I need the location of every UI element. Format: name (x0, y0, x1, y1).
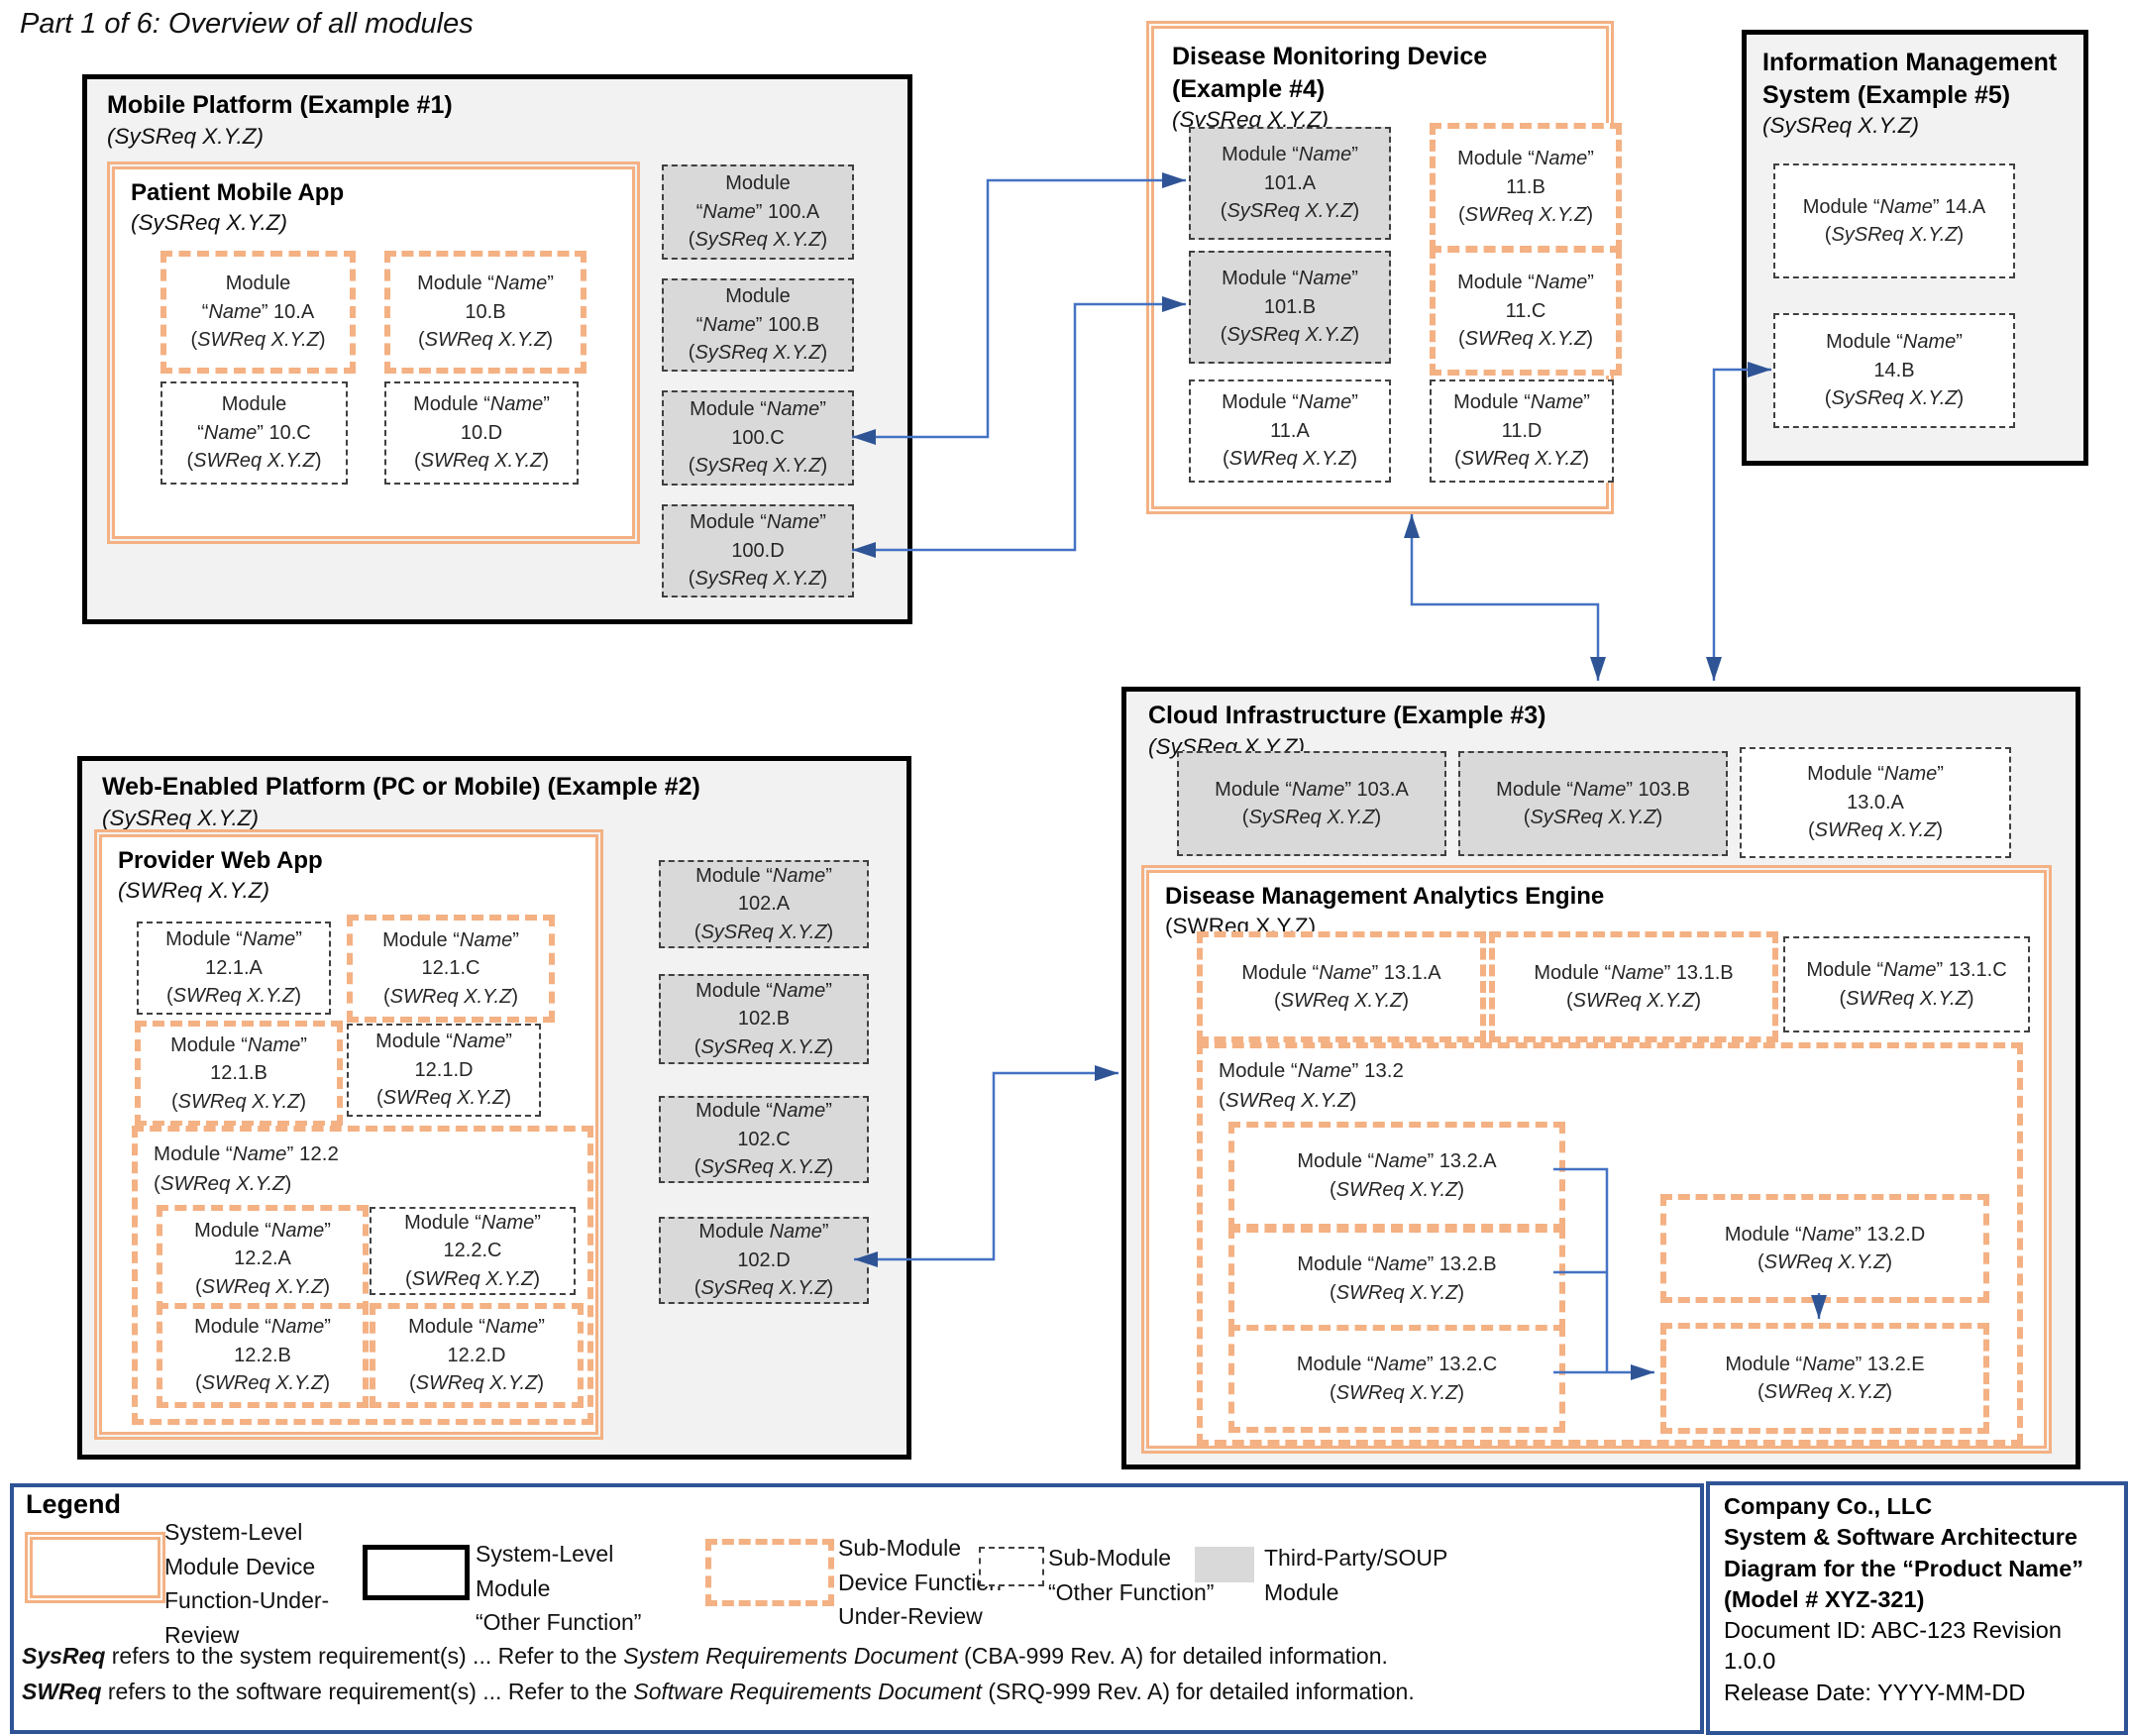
sysreq-text2: (CBA-999 Rev. A) for detailed informatio… (957, 1643, 1388, 1669)
disease-monitoring-device-box: Disease Monitoring Device (Example #4) (… (1146, 21, 1622, 514)
patient-mobile-app-title: Patient Mobile App (131, 179, 345, 206)
module-102d-box: Module Name”102.D(SySReq X.Y.Z) (659, 1217, 869, 1304)
patient-mobile-app-header: Patient Mobile App (SySReq X.Y.Z) (115, 169, 632, 239)
legend-system-module-under-review-icon (25, 1532, 165, 1603)
module-14a-box: Module “Name” 14.A(SySReq X.Y.Z) (1773, 163, 2015, 278)
cloud-infrastructure-title: Cloud Infrastructure (Example #3) (1148, 702, 1546, 729)
sysreq-doc: System Requirements Document (623, 1643, 958, 1669)
provider-web-app-title: Provider Web App (118, 847, 323, 874)
information-management-system-title: Information Management System (Example #… (1762, 49, 2058, 109)
module-13-0-a-box: Module “Name”13.0.A(SWReq X.Y.Z) (1740, 747, 2011, 858)
swreq-text2: (SRQ-999 Rev. A) for detailed informatio… (981, 1679, 1415, 1704)
module-100d-box: Module “Name”100.D(SySReq X.Y.Z) (662, 504, 854, 597)
module-11a-box: Module “Name”11.A(SWReq X.Y.Z) (1189, 380, 1391, 483)
sysreq-term: SysReq (22, 1643, 106, 1669)
web-enabled-platform-title: Web-Enabled Platform (PC or Mobile) (Exa… (102, 773, 700, 801)
swreq-doc: Software Requirements Document (633, 1679, 982, 1704)
module-103a-box: Module “Name” 103.A(SySReq X.Y.Z) (1177, 751, 1446, 856)
module-10c-box: Module“Name” 10.C(SWReq X.Y.Z) (160, 381, 348, 485)
module-12-1-c-box: Module “Name”12.1.C(SWReq X.Y.Z) (347, 915, 555, 1023)
module-10b-box: Module “Name”10.B(SWReq X.Y.Z) (384, 251, 586, 374)
module-13-1-a-box: Module “Name” 13.1.A(SWReq X.Y.Z) (1197, 931, 1486, 1042)
provider-web-app-box: Provider Web App (SWReq X.Y.Z) Module “N… (94, 829, 603, 1440)
module-13-2-d-box: Module “Name” 13.2.D(SWReq X.Y.Z) (1660, 1194, 1989, 1303)
provider-web-app-header: Provider Web App (SWReq X.Y.Z) (102, 837, 595, 907)
module-11d-box: Module “Name”11.D(SWReq X.Y.Z) (1430, 380, 1614, 483)
module-11c-box: Module “Name”11.C(SWReq X.Y.Z) (1430, 247, 1622, 376)
module-102a-box: Module “Name”102.A(SySReq X.Y.Z) (659, 860, 869, 948)
analytics-engine-box: Disease Management Analytics Engine (SWR… (1141, 865, 2052, 1454)
patient-mobile-app-box: Patient Mobile App (SySReq X.Y.Z) Module… (107, 162, 640, 544)
legend-system-module-other-icon (363, 1545, 470, 1600)
legend-footnote-sysreq: SysReq refers to the system requirement(… (22, 1643, 1388, 1670)
module-10d-box: Module “Name”10.D(SWReq X.Y.Z) (384, 381, 579, 485)
page-title: Part 1 of 6: Overview of all modules (20, 8, 474, 40)
module-13-2-e-box: Module “Name” 13.2.E(SWReq X.Y.Z) (1660, 1323, 1989, 1434)
legend-submodule-under-review-icon (705, 1539, 834, 1606)
connector-monitor-cloud (1404, 514, 1606, 681)
analytics-engine-title: Disease Management Analytics Engine (1165, 883, 1605, 910)
web-enabled-platform-box: Web-Enabled Platform (PC or Mobile) (Exa… (77, 756, 911, 1460)
patient-mobile-app-req: (SySReq X.Y.Z) (131, 210, 287, 236)
module-12-1-b-box: Module “Name”12.1.B(SWReq X.Y.Z) (135, 1021, 343, 1127)
legend-submodule-other-label: Sub-Module“Other Function” (1048, 1545, 1215, 1605)
module-10a-box: Module“Name” 10.A(SWReq X.Y.Z) (160, 251, 356, 374)
information-management-system-req: (SySReq X.Y.Z) (1762, 113, 1919, 138)
cloud-infrastructure-box: Cloud Infrastructure (Example #3) (SySRe… (1121, 687, 2080, 1469)
module-100a-box: Module“Name” 100.A(SySReq X.Y.Z) (662, 164, 854, 260)
swreq-text1: refers to the software requirement(s) ..… (101, 1679, 634, 1704)
module-101a-box: Module “Name”101.A(SySReq X.Y.Z) (1189, 127, 1391, 240)
module-13-2-c-box: Module “Name” 13.2.C(SWReq X.Y.Z) (1228, 1325, 1565, 1433)
module-102b-box: Module “Name”102.B(SySReq X.Y.Z) (659, 974, 869, 1064)
module-100c-box: Module “Name”100.C(SySReq X.Y.Z) (662, 390, 854, 486)
module-12-2-d-box: Module “Name”12.2.D(SWReq X.Y.Z) (370, 1303, 584, 1408)
module-12-2-a-box: Module “Name”12.2.A(SWReq X.Y.Z) (157, 1205, 369, 1313)
web-enabled-platform-req: (SySReq X.Y.Z) (102, 805, 259, 830)
module-12-2-title: Module “Name” 12.2(SWReq X.Y.Z) (154, 1142, 339, 1195)
module-101b-box: Module “Name”101.B(SySReq X.Y.Z) (1189, 251, 1391, 364)
module-103b-box: Module “Name” 103.B(SySReq X.Y.Z) (1458, 751, 1728, 856)
disease-monitoring-device-title: Disease Monitoring Device (Example #4) (1172, 43, 1488, 103)
module-13-1-b-box: Module “Name” 13.1.B(SWReq X.Y.Z) (1489, 931, 1778, 1042)
module-14b-box: Module “Name”14.B(SySReq X.Y.Z) (1773, 313, 2015, 428)
disease-monitoring-device-header: Disease Monitoring Device (Example #4) (… (1154, 29, 1606, 135)
module-102c-box: Module “Name”102.C(SySReq X.Y.Z) (659, 1096, 869, 1183)
legend-third-party-soup-icon (1195, 1547, 1254, 1582)
module-12-1-a-box: Module “Name”12.1.A(SWReq X.Y.Z) (137, 922, 331, 1015)
module-13-2-title: Module “Name” 13.2(SWReq X.Y.Z) (1219, 1059, 1404, 1112)
mobile-platform-header: Mobile Platform (Example #1) (SySReq X.Y… (87, 79, 907, 152)
information-management-system-box: Information Management System (Example #… (1742, 30, 2088, 466)
module-13-2-box: Module “Name” 13.2(SWReq X.Y.Z) Module “… (1197, 1042, 2023, 1446)
information-management-system-header: Information Management System (Example #… (1747, 35, 2083, 141)
provider-web-app-req: (SWReq X.Y.Z) (118, 878, 269, 904)
mobile-platform-title: Mobile Platform (Example #1) (107, 91, 453, 119)
module-100b-box: Module“Name” 100.B(SySReq X.Y.Z) (662, 278, 854, 372)
module-13-2-b-box: Module “Name” 13.2.B(SWReq X.Y.Z) (1228, 1227, 1565, 1331)
module-13-2-a-box: Module “Name” 13.2.A(SWReq X.Y.Z) (1228, 1122, 1565, 1230)
module-12-2-b-box: Module “Name”12.2.B(SWReq X.Y.Z) (157, 1303, 369, 1408)
mobile-platform-req: (SySReq X.Y.Z) (107, 123, 264, 149)
module-12-2-c-box: Module “Name”12.2.C(SWReq X.Y.Z) (370, 1207, 576, 1295)
module-13-1-c-box: Module “Name” 13.1.C(SWReq X.Y.Z) (1783, 936, 2030, 1032)
web-enabled-platform-header: Web-Enabled Platform (PC or Mobile) (Exa… (82, 761, 906, 833)
cloud-infrastructure-header: Cloud Infrastructure (Example #3) (SySRe… (1126, 692, 2076, 762)
module-12-2-box: Module “Name” 12.2(SWReq X.Y.Z) Module “… (132, 1126, 593, 1425)
sysreq-text1: refers to the system requirement(s) ... … (105, 1643, 624, 1669)
module-12-1-d-box: Module “Name”12.1.D(SWReq X.Y.Z) (347, 1024, 541, 1117)
swreq-term: SWReq (22, 1679, 102, 1704)
legend-submodule-other-icon (979, 1547, 1044, 1586)
module-11b-box: Module “Name”11.B(SWReq X.Y.Z) (1430, 123, 1622, 252)
legend-title: Legend (26, 1489, 122, 1519)
legend-footnote-swreq: SWReq refers to the software requirement… (22, 1679, 1415, 1705)
mobile-platform-box: Mobile Platform (Example #1) (SySReq X.Y… (82, 74, 912, 624)
